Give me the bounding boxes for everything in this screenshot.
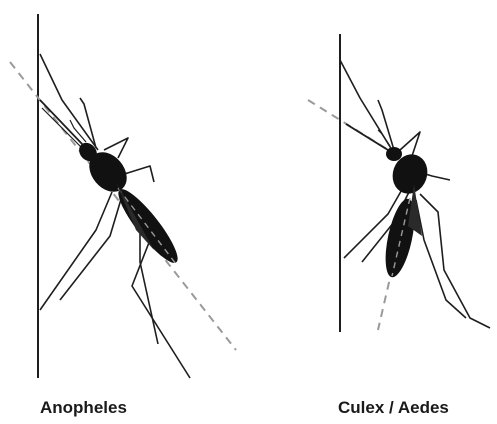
culex-head [386,147,402,161]
culex-aedes-label: Culex / Aedes [338,398,449,418]
anopheles-proboscis [40,100,84,146]
anopheles-abdomen-segments [118,188,176,264]
anopheles-palp [42,108,84,150]
anopheles-illustration [10,14,236,378]
anopheles-legs [40,54,190,378]
anopheles-label: Anopheles [40,398,127,418]
culex-aedes-illustration [308,34,490,332]
culex-proboscis [346,124,388,150]
